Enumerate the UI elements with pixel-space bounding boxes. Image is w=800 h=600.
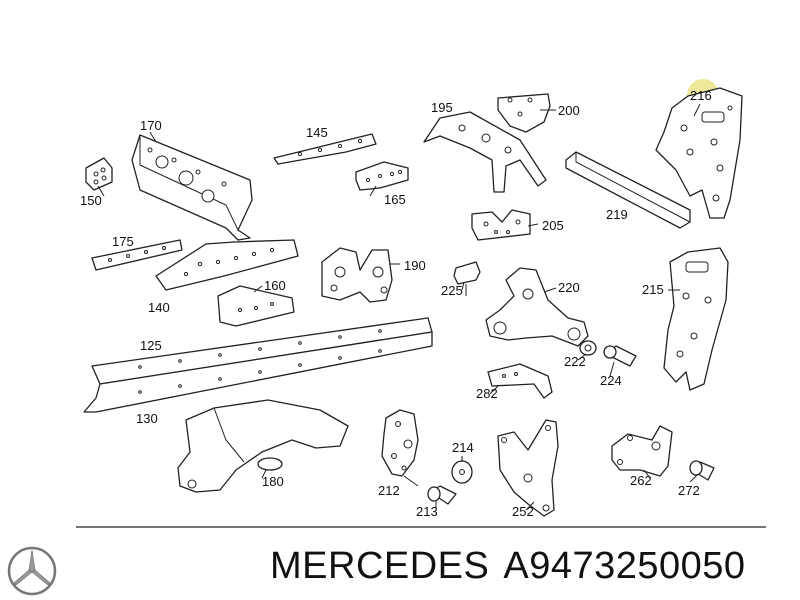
mercedes-star-icon	[7, 546, 57, 596]
callout-150: 150	[80, 193, 102, 208]
part-220-drawing	[485, 267, 589, 347]
part-214-drawing	[451, 460, 473, 484]
part-175-drawing	[91, 239, 183, 271]
part-180-drawing	[177, 399, 349, 493]
callout-219: 219	[606, 207, 628, 222]
part-190-drawing	[321, 247, 393, 303]
callout-130: 130	[136, 411, 158, 426]
callout-labels: 170 145 195 200 216 150 165 205 219 175 …	[80, 88, 712, 519]
part-222-drawing	[579, 340, 597, 356]
part-170-drawing	[131, 134, 253, 241]
part-272-drawing	[689, 460, 715, 481]
part-140-drawing	[155, 239, 299, 291]
callout-252: 252	[512, 504, 534, 519]
part-262-drawing	[611, 425, 673, 477]
callout-205: 205	[542, 218, 564, 233]
part-212-drawing	[381, 409, 419, 477]
part-205-drawing	[471, 209, 531, 241]
callout-175: 175	[112, 234, 134, 249]
callout-220: 220	[558, 280, 580, 295]
callout-215: 215	[642, 282, 664, 297]
part-252-drawing	[497, 419, 559, 517]
part-225-drawing	[453, 261, 481, 296]
callout-195: 195	[431, 100, 453, 115]
callout-222: 222	[564, 354, 586, 369]
callout-170: 170	[140, 118, 162, 133]
part-145-drawing	[273, 133, 377, 165]
part-216-drawing	[655, 87, 743, 219]
part-195-drawing	[423, 111, 547, 193]
part-200-drawing	[497, 93, 551, 133]
part-160-drawing	[217, 285, 295, 327]
callout-145: 145	[306, 125, 328, 140]
callout-212: 212	[378, 483, 400, 498]
callout-160: 160	[264, 278, 286, 293]
callout-272: 272	[678, 483, 700, 498]
part-165-drawing	[355, 161, 409, 191]
callout-262: 262	[630, 473, 652, 488]
part-282-drawing	[487, 363, 553, 399]
callout-165: 165	[384, 192, 406, 207]
callout-214: 214	[452, 440, 474, 455]
callout-225: 225	[441, 283, 463, 298]
leader-lines	[97, 103, 701, 511]
footer: MERCEDES A9473250050	[270, 545, 746, 588]
part-150-drawing	[85, 157, 113, 191]
callout-224: 224	[600, 373, 622, 388]
callout-190: 190	[404, 258, 426, 273]
callout-180: 180	[262, 474, 284, 489]
part-130-drawing	[83, 331, 433, 413]
callout-125: 125	[140, 338, 162, 353]
part-number: A9473250050	[503, 545, 746, 587]
callout-140: 140	[148, 300, 170, 315]
callout-200: 200	[558, 103, 580, 118]
brand-name: MERCEDES	[270, 545, 490, 587]
part-215-drawing	[663, 247, 729, 391]
callout-282: 282	[476, 386, 498, 401]
part-224-drawing	[603, 345, 637, 367]
callout-213: 213	[416, 504, 438, 519]
part-213-drawing	[427, 485, 457, 505]
callout-216: 216	[690, 88, 712, 103]
part-219-drawing	[565, 151, 691, 229]
